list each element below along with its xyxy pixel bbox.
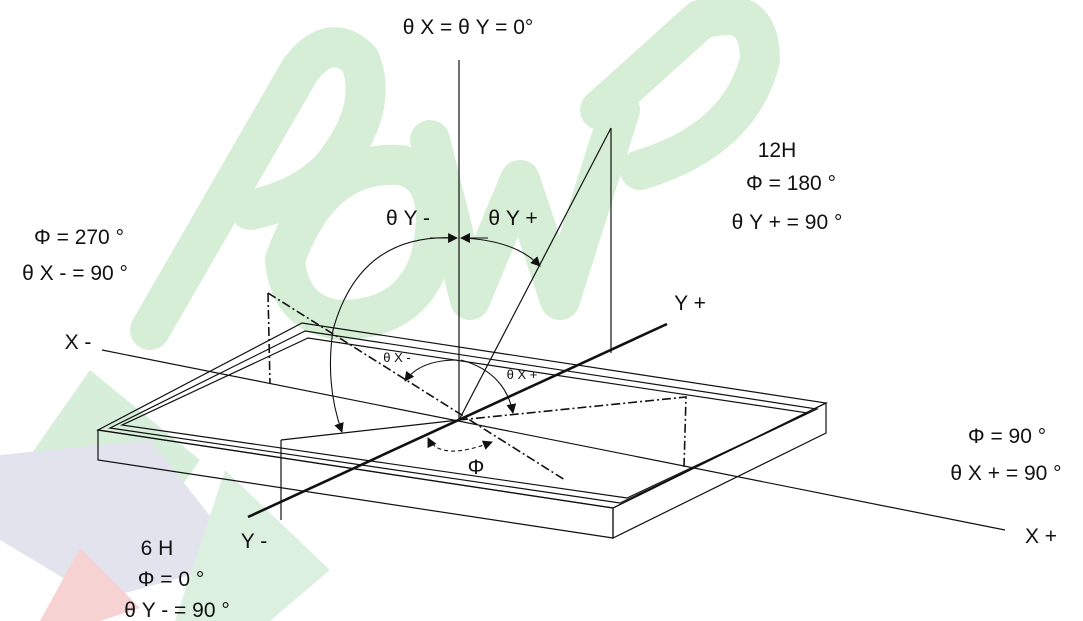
watermark-logo xyxy=(0,0,780,621)
projection-left xyxy=(267,292,566,481)
watermark-letter-w xyxy=(410,90,640,320)
label-phi-90: Φ = 90 ° xyxy=(968,425,1046,448)
label-phi: Φ xyxy=(468,456,485,479)
label-theta-x-plus-90: θ X + = 90 ° xyxy=(950,462,1061,485)
watermark-letter-d xyxy=(580,0,780,190)
label-theta-y-plus: θ Y + xyxy=(488,207,537,230)
watermark-diamond-lavender xyxy=(0,440,245,600)
theta-y-plus-arc xyxy=(460,237,541,267)
label-6h: 6 H xyxy=(141,537,174,560)
panel-inner-border xyxy=(119,337,811,499)
label-theta-y-plus-90: θ Y + = 90 ° xyxy=(732,211,843,234)
watermark-diamond-pink xyxy=(40,548,140,621)
labels: θ X = θ Y = 0° 12H Φ = 180 ° θ Y + = 90 … xyxy=(22,16,1062,621)
x-axis xyxy=(101,349,1006,531)
panel-active-area xyxy=(108,330,820,504)
view-direction-line xyxy=(458,127,612,421)
label-phi-180: Φ = 180 ° xyxy=(746,172,836,195)
label-theta-x-plus-small: θ X + xyxy=(507,367,538,382)
watermark-letter-o xyxy=(265,144,456,340)
theta-x-plus-arc xyxy=(460,359,517,414)
label-x-minus: X - xyxy=(65,331,92,354)
theta-x-minus-arc xyxy=(404,359,458,382)
label-theta-y-minus: θ Y - xyxy=(386,207,430,230)
watermark-letters xyxy=(130,0,780,350)
label-theta-x-minus-small: θ X - xyxy=(383,350,410,365)
label-theta-x-minus-90: θ X - = 90 ° xyxy=(22,262,128,285)
label-y-plus: Y + xyxy=(674,292,706,315)
projection-left-drop xyxy=(267,292,271,385)
angle-arcs xyxy=(329,233,541,452)
label-phi-270: Φ = 270 ° xyxy=(34,226,124,249)
watermark-diamond-green-2 xyxy=(175,470,330,621)
label-theta-y-minus-90: θ Y - = 90 ° xyxy=(124,599,230,621)
projection-right xyxy=(458,396,687,468)
label-zero-angle: θ X = θ Y = 0° xyxy=(403,16,534,39)
phi-arc xyxy=(427,437,493,452)
label-x-plus: X + xyxy=(1025,525,1057,548)
panel-side-face xyxy=(612,402,827,539)
label-12h: 12H xyxy=(758,139,797,162)
projection-lines xyxy=(267,292,687,481)
label-phi-0: Φ = 0 ° xyxy=(138,568,205,591)
label-y-minus: Y - xyxy=(241,530,267,553)
theta-y-minus-arc xyxy=(329,237,458,433)
left-solid-ray xyxy=(280,419,460,441)
axes xyxy=(101,60,1006,531)
lcd-panel xyxy=(96,322,828,539)
